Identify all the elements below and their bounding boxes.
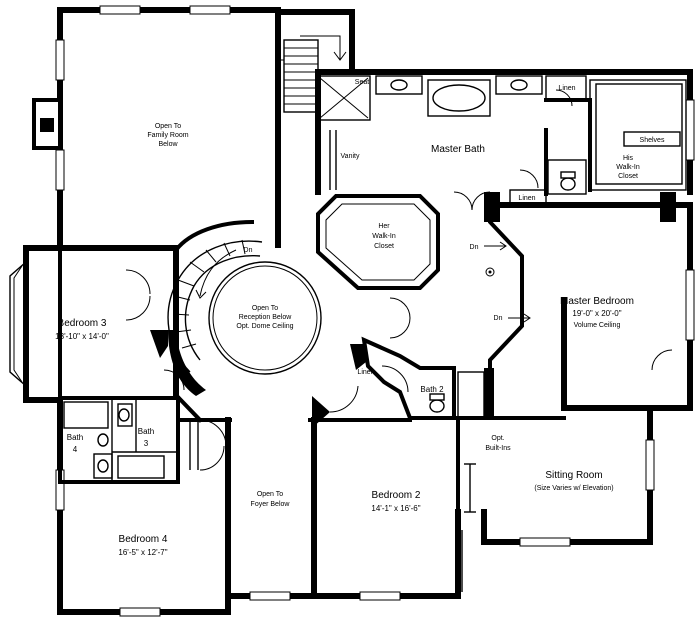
label-linen-lower: Linen — [518, 195, 535, 202]
room-bedroom3-name: Bedroom 3 — [58, 318, 107, 329]
door-swings — [125, 89, 673, 471]
room-bath2: Bath 2 — [420, 385, 444, 394]
room-bedroom3-size: 13'-10" x 14'-0" — [55, 332, 109, 341]
room-bath3-line1: Bath — [138, 427, 154, 436]
room-bedroom4-name: Bedroom 4 — [119, 534, 168, 545]
labels: Open To Family Room Below Seat Vanity Ma… — [55, 79, 665, 557]
label-dn-master-2: Dn — [494, 315, 503, 322]
room-bath4-line2: 4 — [73, 445, 78, 454]
room-her-closet-line2: Walk-In — [372, 233, 396, 240]
room-his-closet-line3: Closet — [618, 173, 638, 180]
room-open-family-line1: Open To — [155, 123, 181, 130]
baths-3-4 — [58, 396, 180, 484]
down-arrows — [484, 241, 531, 323]
room-sitting-room-note: (Size Varies w/ Elevation) — [534, 485, 613, 492]
room-bath4-line1: Bath — [67, 433, 83, 442]
label-dn-master-1: Dn — [470, 244, 479, 251]
room-open-reception-line3: Opt. Dome Ceiling — [236, 323, 293, 330]
room-his-closet-line1: His — [623, 155, 634, 162]
windows — [9, 5, 695, 617]
master-bedroom-entry — [484, 192, 676, 374]
room-master-bath: Master Bath — [431, 144, 485, 155]
room-master-bedroom-note: Volume Ceiling — [574, 322, 621, 329]
label-opt-builtins-2: Built-Ins — [485, 445, 511, 452]
label-linen-master: Linen — [558, 85, 575, 92]
room-bedroom4-size: 16'-5" x 12'-7" — [118, 548, 167, 557]
label-vanity: Vanity — [341, 153, 360, 160]
interior-walls — [173, 392, 566, 592]
label-seat: Seat — [355, 79, 369, 86]
room-open-reception-line2: Reception Below — [239, 314, 292, 321]
room-open-family-line2: Family Room — [147, 132, 188, 139]
room-his-closet-line2: Walk-In — [616, 164, 640, 171]
her-walk-in-closet — [316, 194, 440, 290]
room-open-family-line3: Below — [158, 141, 178, 148]
dome-opening — [208, 261, 322, 375]
label-opt-builtins-1: Opt. — [491, 435, 504, 442]
bath2-area — [150, 330, 494, 428]
master-bath-fixtures — [317, 75, 687, 205]
room-sitting-room-name: Sitting Room — [545, 470, 602, 481]
curved-staircase — [167, 219, 263, 396]
room-open-reception-line1: Open To — [252, 305, 278, 312]
room-her-closet-line3: Closet — [374, 243, 394, 250]
room-bedroom2-name: Bedroom 2 — [372, 490, 421, 501]
room-master-bedroom-size: 19'-0" x 20'-0" — [572, 309, 621, 318]
room-her-closet-line1: Her — [378, 223, 390, 230]
room-master-bedroom-name: Master Bedroom — [560, 296, 634, 307]
label-dn-stairs: Dn — [244, 247, 253, 254]
room-bath3-line2: 3 — [144, 439, 149, 448]
room-bedroom2-size: 14'-1" x 16'-6" — [371, 504, 420, 513]
label-linen-bath2: Linen — [357, 369, 374, 376]
room-open-foyer-line2: Foyer Below — [251, 501, 291, 508]
room-open-foyer-line1: Open To — [257, 491, 283, 498]
label-shelves: Shelves — [640, 137, 665, 144]
